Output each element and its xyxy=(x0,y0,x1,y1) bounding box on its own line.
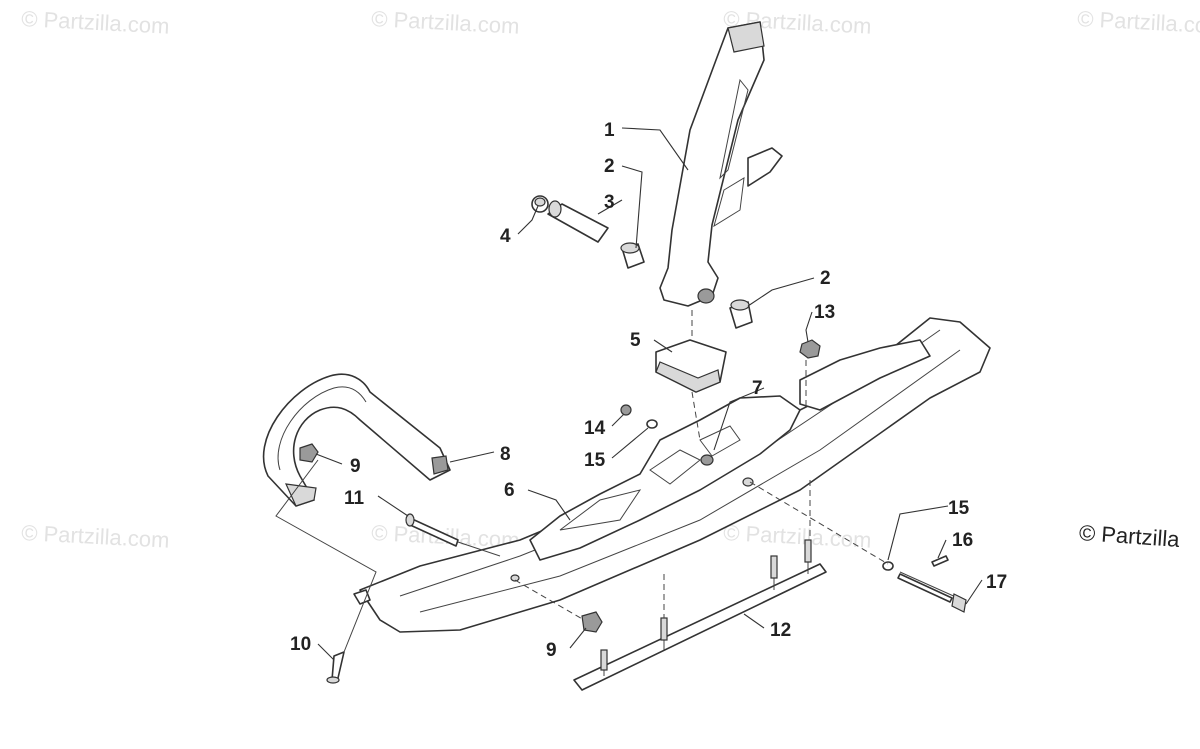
callout-label: 2 xyxy=(604,156,615,177)
pin-part-16 xyxy=(931,555,949,567)
spindle-part xyxy=(659,21,783,307)
callout-label: 14 xyxy=(584,418,606,439)
alignment-lines xyxy=(275,310,889,653)
callout-label: 12 xyxy=(770,620,791,641)
screw-part-10 xyxy=(326,651,345,684)
nut-part-13 xyxy=(799,339,821,359)
washer-part-4 xyxy=(531,195,549,213)
callout-label: 16 xyxy=(952,530,973,551)
nut-parts-9 xyxy=(299,443,603,633)
leader-lines xyxy=(315,127,983,661)
callout-label: 9 xyxy=(350,456,361,477)
callout-label: 5 xyxy=(630,330,641,351)
callout-label: 6 xyxy=(504,480,515,501)
bushing-parts xyxy=(620,242,753,329)
callout-label: 7 xyxy=(752,378,763,399)
callout-label: 3 xyxy=(604,192,615,213)
wear-bar-part xyxy=(573,539,827,691)
callout-labels: 1 2 3 4 2 13 5 7 14 15 8 9 6 11 15 16 17… xyxy=(290,120,1007,661)
callout-label: 8 xyxy=(500,444,511,465)
callout-label: 15 xyxy=(948,498,970,519)
bolt-part-11 xyxy=(405,513,459,547)
callout-label: 9 xyxy=(546,640,557,661)
callout-label: 13 xyxy=(814,302,835,323)
ski-part xyxy=(353,317,991,633)
callout-label: 15 xyxy=(584,450,606,471)
handle-part xyxy=(262,373,451,507)
callout-label: 10 xyxy=(290,634,311,655)
washer-parts xyxy=(620,404,894,571)
sleeve-part xyxy=(547,200,609,243)
callout-label: 17 xyxy=(986,572,1007,593)
callout-label: 1 xyxy=(604,120,615,141)
block-part xyxy=(655,339,727,393)
bolt-part-17 xyxy=(897,571,967,613)
callout-label: 11 xyxy=(344,488,365,509)
callout-label: 2 xyxy=(820,268,831,289)
callout-label: 4 xyxy=(500,226,511,247)
